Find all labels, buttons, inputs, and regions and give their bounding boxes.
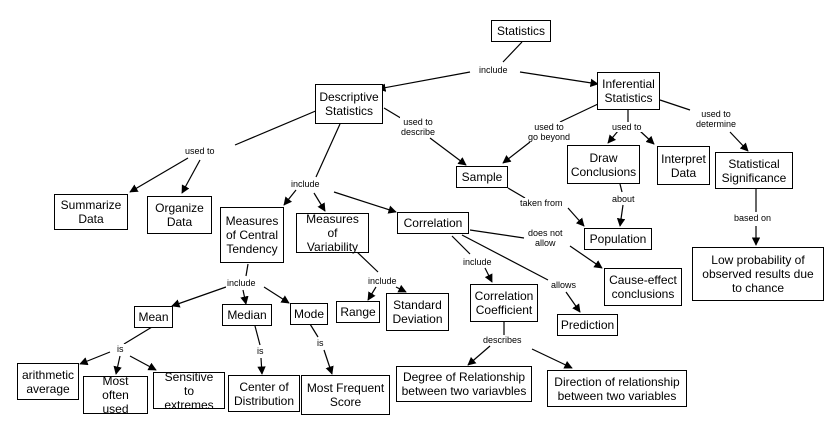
node-interpret-data: Interpret Data [657,146,710,185]
edge-usedto-organize [181,159,201,194]
node-measures-variability: Measures of Variability [296,212,369,254]
node-mean: Mean [134,306,173,328]
edge-is-arith [79,351,111,366]
edge-central-include [245,263,249,277]
edge-gobeyond-sample [502,141,531,164]
node-mode: Mode [290,303,328,325]
node-correlation: Correlation [397,212,469,234]
edge-label-is-median: is [256,346,265,356]
edge-label-include-var: include [367,276,398,286]
node-prediction: Prediction [557,314,618,336]
node-degree-relationship: Degree of Relationship between two varia… [396,366,532,402]
edge-label-used-to-mid: used to [611,122,643,132]
edge-usedto-draw [607,130,619,144]
node-draw-conclusions: Draw Conclusions [567,145,640,184]
edge-allows-prediction [565,291,581,313]
node-range: Range [336,301,380,323]
edge-label-include-mid: include [290,179,321,189]
edge-include-descriptive [377,71,471,92]
node-center-distribution: Center of Distribution [228,375,300,412]
edge-usedto-interpret [639,130,655,145]
edge-usedto-summarize [129,157,189,193]
edge-notallow-cause [569,245,603,269]
node-most-frequent-score: Most Frequent Score [301,375,390,415]
edge-descriptive-include [315,123,341,178]
edge-include-mode [263,286,290,304]
edge-include-coefficient [484,267,493,283]
edge-include-median [240,289,249,305]
edge-variability-include [355,250,379,273]
edge-is-mostfreq [323,349,334,375]
edge-correlation-include [451,235,471,255]
edge-label-include-ct: include [226,278,257,288]
edge-label-taken-from: taken from [519,198,564,208]
edge-include-stddev [395,284,407,293]
edge-label-used-to-describe: used to describe [400,117,437,137]
edge-correlation-allows [461,234,549,281]
edge-label-based-on: based on [733,213,773,223]
edge-inferential-gobeyond [559,103,599,123]
edge-correlation-notallow [469,229,525,239]
node-cause-effect-conclusions: Cause-effect conclusions [604,268,682,306]
node-median: Median [222,304,272,326]
edge-describe-sample [429,137,467,166]
edge-describes-direction [531,348,573,369]
edge-include-mean [171,286,227,308]
edge-is-mostoften [113,355,122,375]
edge-median-is [254,325,261,346]
node-measures-central-tendency: Measures of Central Tendency [220,207,284,263]
edge-label-used-to-determine: used to determine [695,109,738,129]
edge-include-central [283,189,297,206]
edge-statistics-include [502,41,523,63]
edge-sample-takenfrom [507,187,526,199]
node-descriptive-statistics: Descriptive Statistics [315,84,383,124]
node-direction-relationship: Direction of relationship between two va… [547,370,687,407]
edge-include-correlation [333,191,397,214]
node-sample: Sample [456,166,508,188]
edge-determine-significance [729,131,749,152]
edge-mode-is [309,323,319,338]
edge-mean-is [123,326,153,345]
edge-draw-about [619,183,623,193]
node-sensitive-extremes: Sensitive to extremes [153,370,225,412]
edge-is-center [257,357,266,375]
edge-label-allows: allows [550,280,578,290]
node-summarize-data: Summarize Data [54,194,128,230]
edge-inferential-determine [659,99,691,111]
node-low-probability: Low probability of observed results due … [692,247,824,301]
edge-label-include-top: include [478,65,509,75]
edge-is-sensitive [129,355,157,371]
node-inferential-statistics: Inferential Statistics [597,72,660,110]
edge-include-range [367,286,377,301]
node-population: Population [584,228,652,250]
node-statistics: Statistics [491,20,551,42]
edge-takenfrom-population [567,207,585,227]
node-most-often-used: Most often used [83,374,148,416]
edge-label-is-mean: is [116,344,125,354]
edge-label-used-to-left: used to [184,146,216,156]
edge-label-describes: describes [482,335,523,345]
node-arithmetic-average: arithmetic average [17,363,79,400]
edge-descriptive-usedto [234,109,319,146]
edge-include-variability [313,192,326,212]
edge-about-population [616,204,626,227]
edge-label-is-mode: is [316,338,325,348]
node-organize-data: Organize Data [147,196,212,234]
node-correlation-coefficient: Correlation Coefficient [470,284,538,322]
node-standard-deviation: Standard Deviation [386,293,449,331]
edge-describes-degree [467,345,491,366]
edge-include-inferential [519,71,599,88]
edge-label-about: about [611,194,636,204]
edge-label-include-corr: include [462,257,493,267]
edge-label-does-not-allow: does not allow [527,228,564,248]
edge-label-used-to-go-beyond: used to go beyond [527,122,572,142]
node-statistical-significance: Statistical Significance [715,152,793,189]
